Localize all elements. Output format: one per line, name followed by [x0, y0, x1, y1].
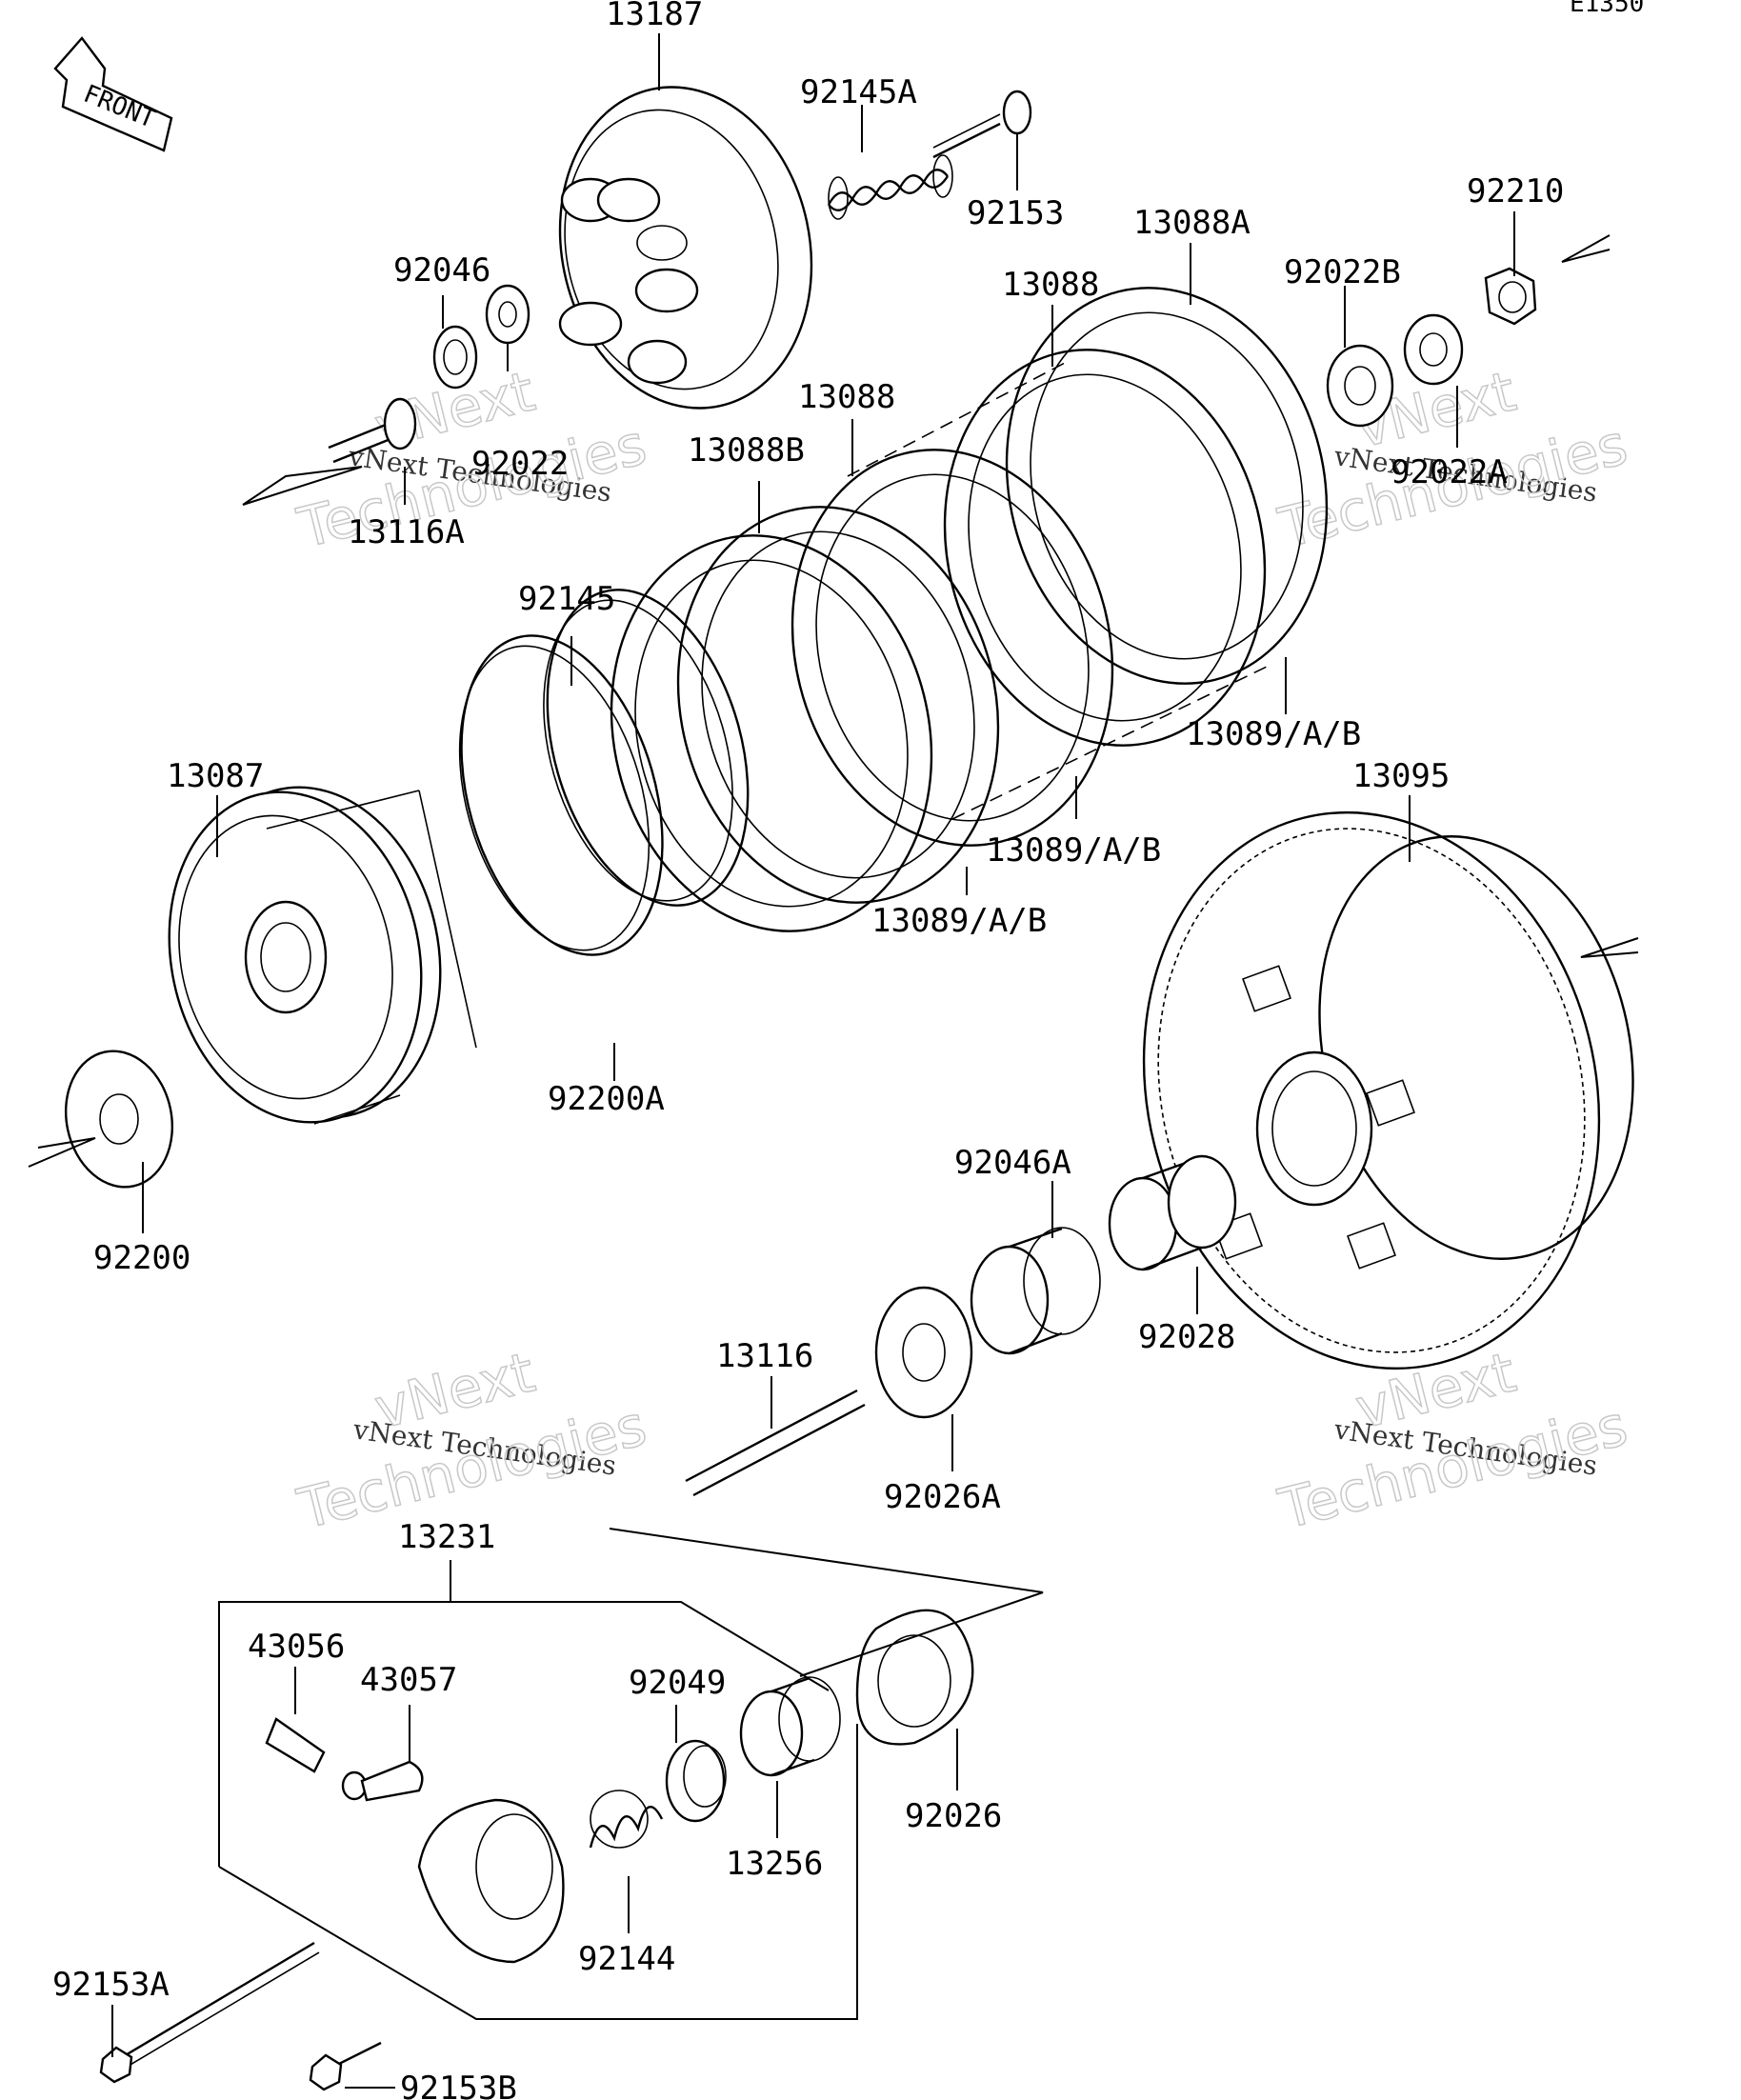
washer-92022	[485, 284, 530, 345]
sleeve-92028	[1108, 1154, 1237, 1271]
label-13095: 13095	[1352, 757, 1450, 795]
bolt-92153	[932, 90, 1032, 159]
label-92210: 92210	[1467, 172, 1564, 210]
label-13088A: 13088A	[1133, 204, 1251, 242]
label-92022B: 92022B	[1284, 253, 1401, 291]
piston-13256	[739, 1676, 841, 1777]
washer-92022A	[1403, 313, 1464, 386]
ring-92145	[543, 589, 750, 907]
bolt-92153A	[99, 1941, 320, 2084]
label-92049: 92049	[629, 1664, 726, 1702]
label-13256: 13256	[726, 1845, 823, 1883]
label-13087: 13087	[167, 757, 264, 795]
leader-lines	[111, 33, 1515, 2089]
spring-92145A	[827, 154, 953, 220]
label-92145: 92145	[518, 580, 615, 618]
label-13116A: 13116A	[348, 513, 465, 551]
label-13231: 13231	[398, 1518, 495, 1556]
watermark-bottom-left: vNext vNext Technologies Technologies	[290, 1339, 652, 1543]
label-43057: 43057	[360, 1661, 457, 1699]
label-92145A: 92145A	[800, 73, 917, 111]
label-92153A: 92153A	[52, 1966, 170, 2004]
label-92153: 92153	[967, 194, 1064, 232]
label-13088-top: 13088	[1002, 266, 1099, 304]
label-92026: 92026	[905, 1797, 1002, 1835]
needle-bearing-92046	[432, 325, 478, 390]
diagram-code: E1350	[1570, 0, 1644, 18]
needle-bearing-92046A	[970, 1227, 1101, 1355]
watermark-bottom-right: vNext vNext Technologies Technologies	[1271, 1339, 1633, 1543]
label-13089-bottom: 13089/A/B	[871, 902, 1047, 940]
label-92153B: 92153B	[400, 2070, 517, 2100]
nut-92210	[1484, 267, 1537, 326]
seal-92049	[665, 1739, 727, 1823]
washer-92200	[64, 1050, 174, 1189]
label-92022A: 92022A	[1391, 453, 1508, 491]
label-92200: 92200	[93, 1239, 190, 1277]
friction-plate-stack	[610, 287, 1329, 932]
pushrod-13116A	[328, 397, 417, 464]
label-13088B: 13088B	[688, 431, 805, 470]
label-92046A: 92046A	[954, 1144, 1071, 1182]
bleed-valve-43056	[265, 1717, 326, 1773]
label-92144: 92144	[578, 1940, 675, 1978]
slave-cylinder-frame-13231	[218, 1560, 858, 2020]
slave-cylinder-body	[417, 1798, 565, 1964]
spring-92144	[589, 1790, 664, 1849]
washer-92026A	[874, 1286, 973, 1419]
pressure-plate-13187	[558, 86, 813, 410]
label-92022: 92022	[471, 445, 569, 483]
label-92028: 92028	[1138, 1318, 1235, 1356]
gasket-92026	[855, 1609, 974, 1746]
clutch-hub-13087	[168, 786, 477, 1125]
label-13116: 13116	[716, 1337, 813, 1375]
rod-13116	[685, 1389, 866, 1497]
label-43056: 43056	[248, 1628, 345, 1666]
front-arrow-icon: FRONT	[53, 36, 173, 152]
label-92200A: 92200A	[548, 1080, 665, 1118]
assembly-guide-lines	[28, 234, 1639, 1677]
cap-43057	[341, 1760, 424, 1802]
label-13089-middle: 13089/A/B	[986, 831, 1161, 870]
washer-92022B	[1326, 344, 1394, 428]
label-92046: 92046	[393, 251, 490, 290]
label-92026A: 92026A	[884, 1478, 1001, 1516]
bolt-92153B	[309, 2041, 382, 2091]
ring-92200A	[458, 634, 664, 956]
label-13089-right: 13089/A/B	[1186, 715, 1361, 753]
label-13187: 13187	[606, 0, 703, 33]
label-13088-mid: 13088	[798, 378, 895, 416]
